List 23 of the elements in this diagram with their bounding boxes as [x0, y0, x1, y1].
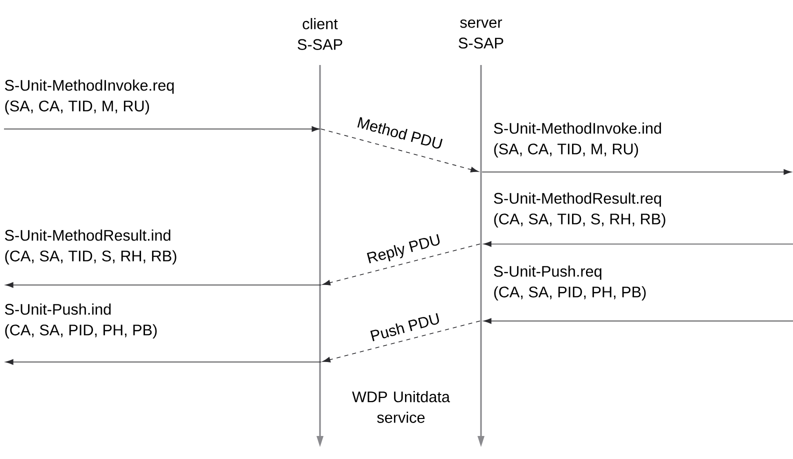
primitive-label: S-Unit-MethodResult.ind (CA, SA, TID, S, RH, RB): [4, 230, 176, 264]
edge-label: Reply PDU: [364, 232, 444, 268]
primitive-label: S-Unit-Push.ind (CA, SA, PID, PH, PB): [4, 304, 157, 338]
lifeline: [316, 65, 324, 447]
arrow: [6, 359, 322, 365]
arrow: [6, 282, 322, 288]
lifeline-label: client S-SAP: [298, 18, 342, 50]
arrow: [482, 169, 792, 175]
arrow: [484, 318, 793, 324]
arrow: [484, 241, 793, 247]
arrow: [322, 320, 480, 362]
primitive-label: S-Unit-MethodInvoke.req (SA, CA, TID, M, RU): [4, 80, 174, 114]
primitive-label: S-Unit-MethodInvoke.ind (SA, CA, TID, M, RU): [494, 122, 661, 158]
arrow: [322, 244, 480, 286]
lifeline-label: server S-SAP: [458, 19, 504, 49]
service-label: WDP Unitdata service: [346, 390, 456, 424]
primitive-label: S-Unit-MethodResult.req (CA, SA, TID, S, RH, RB): [494, 192, 666, 228]
edge-label: Method PDU: [354, 114, 446, 152]
primitive-label: S-Unit-Push.req (CA, SA, PID, PH, PB): [494, 266, 646, 300]
arrow: [4, 126, 320, 132]
arrow: [320, 128, 478, 172]
edge-label: Push PDU: [367, 310, 443, 344]
lifeline: [478, 65, 484, 447]
